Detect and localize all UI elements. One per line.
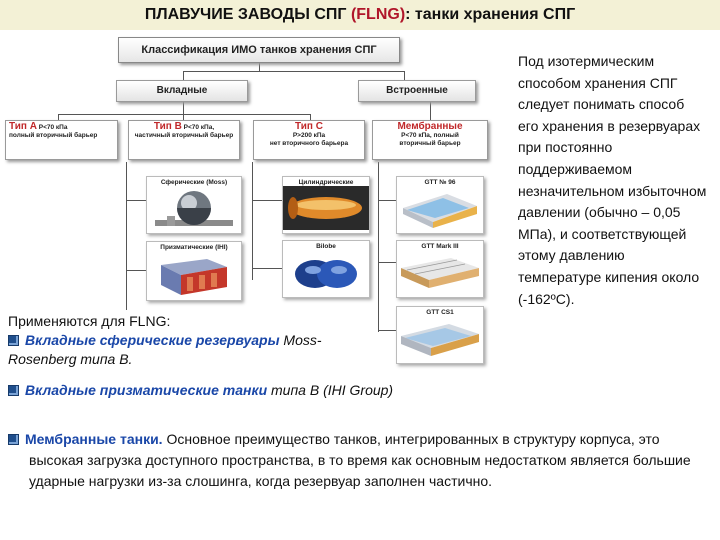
bullet-ihi-rest: типа В (IHI Group)	[267, 382, 394, 398]
bullet-moss-rest: Moss-Rosenberg типа В.	[8, 332, 322, 367]
connector	[252, 268, 282, 269]
connector	[126, 162, 127, 310]
title-flng: (FLNG)	[350, 6, 406, 23]
connector	[58, 114, 310, 115]
cylinder-illustration	[283, 186, 369, 230]
gtt96-illustration	[403, 194, 477, 228]
gtt-cs1-illustration	[401, 324, 479, 356]
title-prefix: ПЛАВУЧИЕ ЗАВОДЫ СПГ	[144, 6, 347, 23]
gtt-mark3-image: GTT Mark III	[396, 240, 484, 298]
connector	[183, 71, 184, 80]
bullet-ihi-bold: Вкладные призматические танки	[25, 382, 268, 398]
gtt-cs1-image: GTT CS1	[396, 306, 484, 364]
type-b-box: Тип В Р<70 кПа, частичный вторичный барь…	[128, 120, 240, 160]
bullet-membrane: Мембранные танки. Основное преимущество …	[8, 429, 698, 492]
gtt96-image: GTT № 96	[396, 176, 484, 234]
gtt96-caption: GTT № 96	[424, 179, 456, 186]
cylinder-caption: Цилиндрические	[298, 179, 354, 186]
gtt-mark3-illustration	[401, 258, 479, 288]
type-c-param: Р>200 кПа	[292, 132, 326, 139]
bilobe-illustration	[295, 260, 357, 288]
moss-sphere-illustration	[155, 191, 233, 226]
cylinder-tank-image: Цилиндрические	[282, 176, 370, 234]
membrane-desc: вторичный барьер	[399, 140, 461, 147]
connector	[378, 162, 379, 332]
connector	[378, 200, 396, 201]
isothermal-description: Под изотермическим способом хранения СПГ…	[518, 53, 707, 307]
bullet-moss: Вкладные сферические резервуары Moss-Ros…	[8, 331, 368, 369]
type-a-desc: полный вторичный барьер	[9, 132, 98, 139]
type-a-box: Тип А Р<70 кПа полный вторичный барьер	[5, 120, 118, 160]
ihi-caption: Призматические (IHI)	[160, 244, 228, 251]
bullet-membrane-rest: Основное преимущество танков, интегриров…	[29, 431, 691, 489]
type-c-box: Тип С Р>200 кПа нет вторичного барьера	[253, 120, 365, 160]
classification-header: Классификация ИМО танков хранения СПГ	[118, 37, 400, 63]
connector	[404, 71, 405, 80]
gtt-mark3-caption: GTT Mark III	[421, 243, 459, 250]
connector	[126, 270, 146, 271]
connector	[252, 162, 253, 280]
bilobe-caption: Bilobe	[316, 243, 336, 250]
ihi-prismatic-illustration	[161, 259, 227, 295]
connector	[378, 330, 396, 331]
bullet-square-icon	[8, 385, 19, 396]
membrane-box: Мембранные Р<70 кПа, полный вторичный ба…	[372, 120, 488, 160]
connector	[310, 114, 311, 120]
connector	[58, 114, 59, 120]
connector	[183, 102, 184, 114]
type-a-param: Р<70 кПа	[38, 124, 68, 131]
bullet-square-icon	[8, 434, 19, 445]
bullet-moss-bold: Вкладные сферические резервуары	[25, 332, 280, 348]
bullet-membrane-bold: Мембранные танки.	[25, 431, 163, 447]
moss-tank-image: Сферические (Moss)	[146, 176, 242, 234]
type-b-name: Тип В	[153, 121, 182, 132]
applies-intro: Применяются для FLNG:	[8, 313, 171, 329]
type-b-desc: частичный вторичный барьер	[134, 132, 234, 139]
gtt-cs1-caption: GTT CS1	[426, 309, 454, 316]
type-c-desc: нет вторичного барьера	[269, 140, 349, 147]
type-b-param: Р<70 кПа,	[183, 124, 215, 131]
connector	[183, 114, 184, 120]
connector	[430, 102, 431, 120]
bilobe-tank-image: Bilobe	[282, 240, 370, 298]
membrane-param: Р<70 кПа, полный	[401, 132, 459, 139]
connector	[259, 63, 260, 71]
title-suffix: : танки хранения СПГ	[405, 6, 576, 23]
group-built-in: Встроенные	[358, 80, 476, 102]
connector	[252, 200, 282, 201]
group-inserted: Вкладные	[116, 80, 248, 102]
bullet-ihi: Вкладные призматические танки типа В (IH…	[8, 381, 393, 399]
bullet-square-icon	[8, 335, 19, 346]
connector	[183, 71, 404, 72]
type-c-name: Тип С	[295, 121, 323, 132]
connector	[378, 262, 396, 263]
type-a-name: Тип А	[9, 121, 37, 132]
connector	[126, 200, 146, 201]
ihi-tank-image: Призматические (IHI)	[146, 241, 242, 301]
membrane-name: Мембранные	[397, 121, 463, 132]
slide-title: ПЛАВУЧИЕ ЗАВОДЫ СПГ (FLNG): танки хранен…	[0, 0, 720, 30]
moss-caption: Сферические (Moss)	[160, 179, 228, 186]
